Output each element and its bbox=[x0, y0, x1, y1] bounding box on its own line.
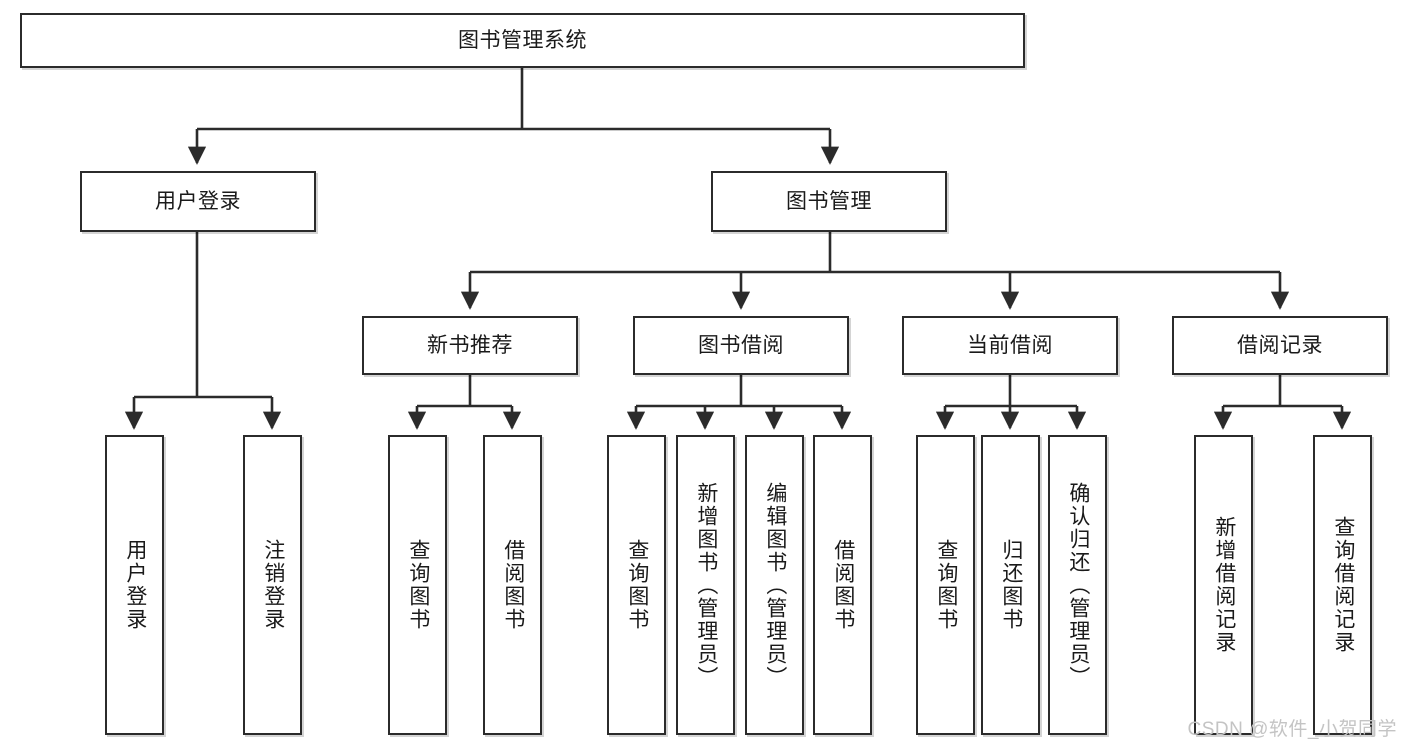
node-leaf-query-book-2[interactable]: 查询图书 bbox=[607, 435, 666, 735]
node-book-manage[interactable]: 图书管理 bbox=[711, 171, 947, 232]
node-leaf-confirm-return-label: 确认归还（管理员） bbox=[1066, 481, 1090, 689]
node-leaf-user-login-label: 用户登录 bbox=[123, 539, 147, 631]
node-leaf-edit-book-label: 编辑图书（管理员） bbox=[763, 481, 787, 689]
node-leaf-borrow-book-1[interactable]: 借阅图书 bbox=[483, 435, 542, 735]
node-leaf-logout[interactable]: 注销登录 bbox=[243, 435, 302, 735]
node-leaf-add-record-label: 新增借阅记录 bbox=[1212, 516, 1236, 654]
node-user-login[interactable]: 用户登录 bbox=[80, 171, 316, 232]
node-leaf-borrow-book-2[interactable]: 借阅图书 bbox=[813, 435, 872, 735]
node-leaf-query-book-1-label: 查询图书 bbox=[406, 539, 430, 631]
node-leaf-query-record-label: 查询借阅记录 bbox=[1331, 516, 1355, 654]
node-book-borrow-label: 图书借阅 bbox=[698, 333, 784, 357]
node-borrow-record[interactable]: 借阅记录 bbox=[1172, 316, 1388, 375]
node-current-borrow-label: 当前借阅 bbox=[967, 333, 1053, 357]
node-leaf-add-record[interactable]: 新增借阅记录 bbox=[1194, 435, 1253, 735]
node-book-manage-label: 图书管理 bbox=[786, 189, 872, 213]
node-leaf-add-book-label: 新增图书（管理员） bbox=[694, 481, 718, 689]
node-leaf-user-login[interactable]: 用户登录 bbox=[105, 435, 164, 735]
node-current-borrow[interactable]: 当前借阅 bbox=[902, 316, 1118, 375]
node-leaf-query-book-3[interactable]: 查询图书 bbox=[916, 435, 975, 735]
node-root[interactable]: 图书管理系统 bbox=[20, 13, 1025, 68]
node-user-login-label: 用户登录 bbox=[155, 189, 241, 213]
node-leaf-query-book-1[interactable]: 查询图书 bbox=[388, 435, 447, 735]
watermark: CSDN @软件_小贺同学 bbox=[1187, 719, 1397, 740]
node-leaf-query-book-3-label: 查询图书 bbox=[934, 539, 958, 631]
node-leaf-borrow-book-1-label: 借阅图书 bbox=[501, 539, 525, 631]
node-leaf-return-book[interactable]: 归还图书 bbox=[981, 435, 1040, 735]
node-leaf-return-book-label: 归还图书 bbox=[999, 539, 1023, 631]
node-root-label: 图书管理系统 bbox=[458, 28, 587, 52]
node-leaf-logout-label: 注销登录 bbox=[261, 539, 285, 631]
node-book-borrow[interactable]: 图书借阅 bbox=[633, 316, 849, 375]
node-leaf-borrow-book-2-label: 借阅图书 bbox=[831, 539, 855, 631]
node-new-book-rec-label: 新书推荐 bbox=[427, 333, 513, 357]
node-leaf-edit-book[interactable]: 编辑图书（管理员） bbox=[745, 435, 804, 735]
node-leaf-confirm-return[interactable]: 确认归还（管理员） bbox=[1048, 435, 1107, 735]
node-leaf-query-book-2-label: 查询图书 bbox=[625, 539, 649, 631]
node-borrow-record-label: 借阅记录 bbox=[1237, 333, 1323, 357]
node-leaf-add-book[interactable]: 新增图书（管理员） bbox=[676, 435, 735, 735]
node-leaf-query-record[interactable]: 查询借阅记录 bbox=[1313, 435, 1372, 735]
node-new-book-rec[interactable]: 新书推荐 bbox=[362, 316, 578, 375]
